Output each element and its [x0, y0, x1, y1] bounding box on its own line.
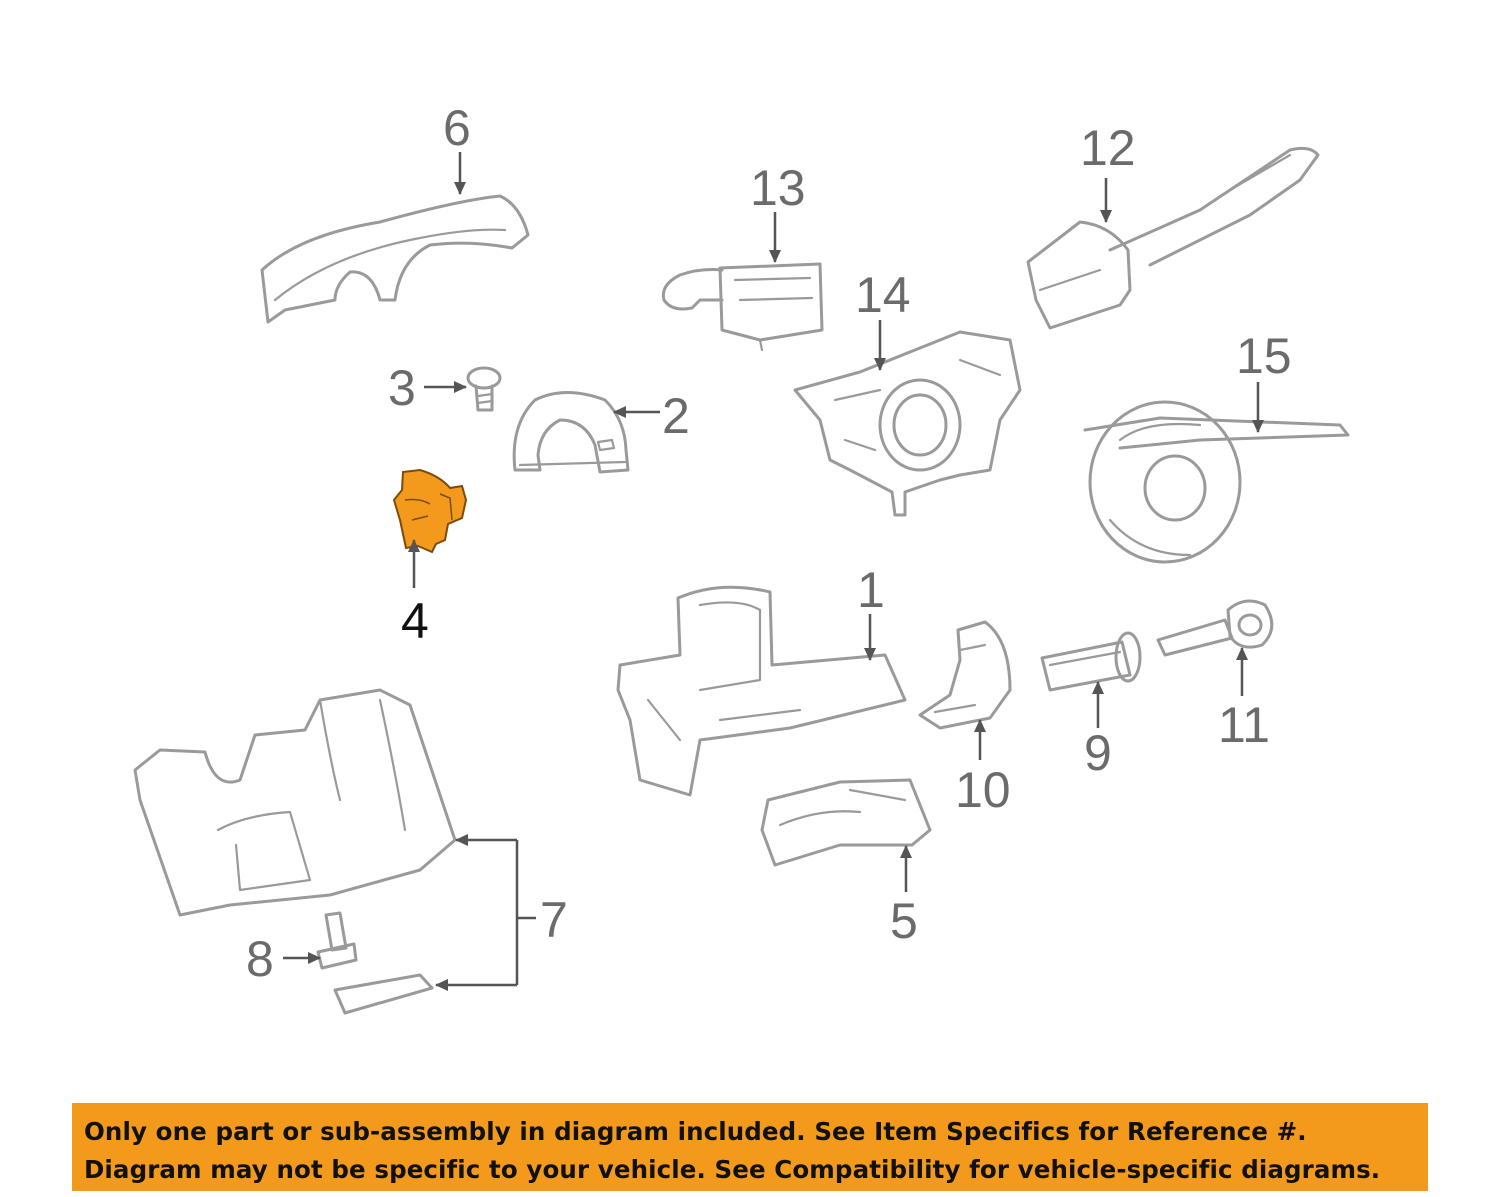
notice-line-2: Diagram may not be specific to your vehi…	[84, 1155, 1381, 1184]
part-10-part	[918, 620, 1012, 730]
part-1-ignition-housing	[616, 585, 907, 797]
callout-15: 15	[1236, 328, 1292, 384]
callout-9: 9	[1084, 725, 1112, 781]
callout-13: 13	[750, 160, 806, 216]
callout-4: 4	[401, 593, 429, 649]
notice-line-1: Only one part or sub-assembly in diagram…	[84, 1117, 1307, 1146]
part-11-key	[1156, 599, 1274, 657]
notice-banner: Only one part or sub-assembly in diagram…	[72, 1103, 1428, 1191]
part-8-bolt	[316, 911, 358, 970]
callout-12: 12	[1080, 120, 1136, 176]
part-9-lock-cylinder	[1040, 631, 1142, 692]
callout-8: 8	[246, 931, 274, 987]
part-5-part	[760, 778, 932, 867]
callout-11: 11	[1218, 697, 1270, 753]
callout-14: 14	[855, 267, 911, 323]
callout-10: 10	[955, 762, 1011, 818]
part-4-highlighted-switch	[392, 468, 468, 554]
callout-5: 5	[890, 893, 918, 949]
callout-7: 7	[540, 892, 568, 948]
part-6-upper-cover	[260, 194, 530, 324]
callout-3: 3	[388, 360, 416, 416]
part-14-switch-body	[793, 330, 1022, 517]
part-7-lower-cover	[133, 688, 457, 1015]
part-3-screw	[466, 366, 502, 412]
callout-labels: 6 13 12 14 15 3 2 4 1 10 9 11 5 7 8	[246, 100, 1292, 987]
leader-lines	[283, 152, 1264, 991]
part-15-clock-spring	[1083, 400, 1350, 564]
part-13-switch	[661, 262, 824, 352]
callout-2: 2	[662, 388, 690, 444]
part-2-bracket	[512, 391, 630, 474]
callout-1: 1	[857, 562, 885, 618]
part-12-combination-switch	[1026, 146, 1320, 330]
callout-6: 6	[443, 100, 471, 156]
